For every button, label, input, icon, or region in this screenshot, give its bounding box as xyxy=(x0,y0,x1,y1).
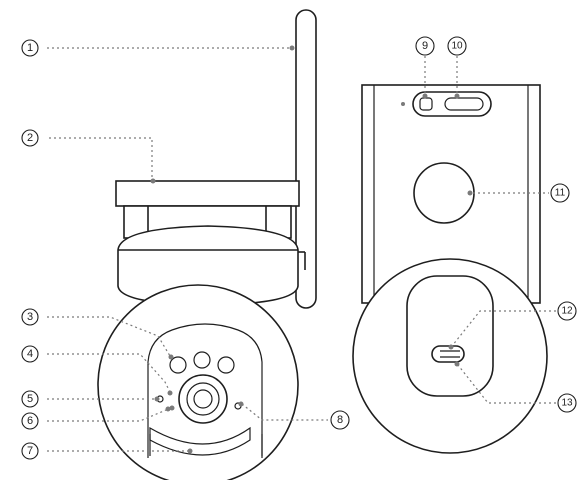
callout-9: 9 xyxy=(415,36,435,56)
callout-6: 6 xyxy=(21,412,39,430)
white-light-bar xyxy=(149,426,251,456)
antenna xyxy=(295,9,317,309)
svg-text:2: 2 xyxy=(27,132,33,144)
svg-text:4: 4 xyxy=(27,348,33,360)
svg-text:7: 7 xyxy=(27,445,33,457)
back-view xyxy=(352,84,548,454)
ir-led-right xyxy=(217,356,235,374)
callout-7: 7 xyxy=(21,442,39,460)
svg-text:9: 9 xyxy=(422,40,428,52)
svg-text:12: 12 xyxy=(561,306,573,317)
top-housing xyxy=(115,180,300,207)
status-indicator xyxy=(169,405,175,411)
callout-8: 8 xyxy=(330,410,350,430)
svg-text:1: 1 xyxy=(27,42,33,54)
callout-2: 2 xyxy=(21,129,39,147)
callout-5: 5 xyxy=(21,390,39,408)
callout-12: 12 xyxy=(557,301,577,321)
port-dot xyxy=(401,102,405,106)
usb-port xyxy=(444,97,484,111)
ir-led-center xyxy=(193,351,211,369)
reset-button xyxy=(419,97,433,111)
svg-text:6: 6 xyxy=(27,415,33,427)
front-view xyxy=(97,9,317,480)
svg-text:3: 3 xyxy=(27,311,33,323)
svg-text:11: 11 xyxy=(555,188,566,199)
callout-13: 13 xyxy=(557,393,577,413)
callout-3: 3 xyxy=(21,308,39,326)
svg-text:8: 8 xyxy=(337,414,343,426)
callout-guides xyxy=(47,45,556,454)
callout-11: 11 xyxy=(550,183,570,203)
ir-led-left xyxy=(169,356,187,374)
svg-text:5: 5 xyxy=(27,393,33,405)
callout-1: 1 xyxy=(21,39,39,57)
sd-slot xyxy=(431,345,465,363)
callout-4: 4 xyxy=(21,345,39,363)
callout-10: 10 xyxy=(447,36,467,56)
sd-slot-cover xyxy=(406,275,494,397)
svg-text:10: 10 xyxy=(451,41,463,52)
lens-inner xyxy=(193,389,213,409)
speaker xyxy=(413,162,475,224)
svg-text:13: 13 xyxy=(561,398,573,409)
